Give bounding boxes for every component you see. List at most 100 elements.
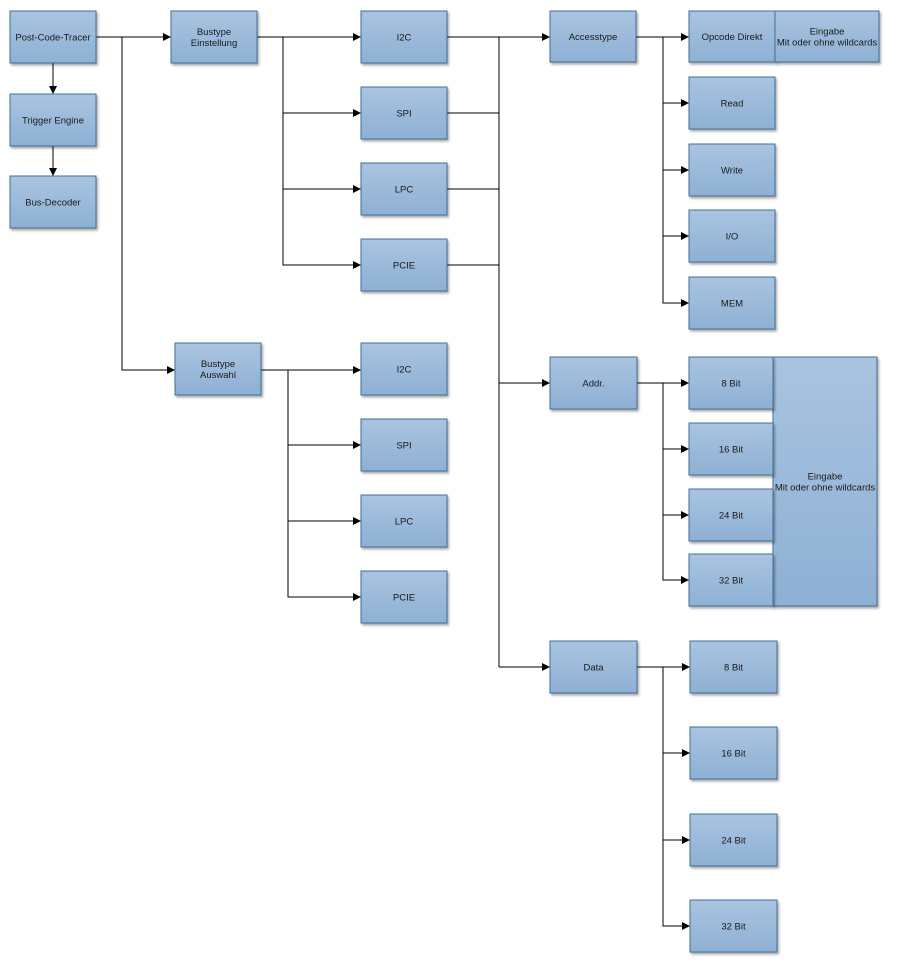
arrow-addr-to-16bit xyxy=(662,383,689,453)
node-read: Read xyxy=(688,76,776,130)
node-einstellung-lpc: LPC xyxy=(360,162,448,216)
node-label: Mit oder ohne wildcards xyxy=(777,38,878,49)
node-label: Auswahl xyxy=(200,370,236,381)
node-label: Addr. xyxy=(582,379,604,390)
node-label: 24 Bit xyxy=(721,836,746,847)
node-box xyxy=(360,418,448,472)
node-box xyxy=(689,813,778,867)
node-label: 8 Bit xyxy=(724,663,743,674)
node-bus-decoder: Bus-Decoder xyxy=(9,175,97,229)
node-addr: Addr. xyxy=(549,356,638,410)
node-label: Data xyxy=(583,663,604,674)
arrow-einstellung-to-lpc xyxy=(282,113,361,193)
node-einstellung-spi: SPI xyxy=(360,86,448,140)
node-label: PCIE xyxy=(393,261,415,272)
node-label: Mit oder ohne wildcards xyxy=(775,483,876,494)
node-box xyxy=(688,76,776,130)
node-box xyxy=(688,276,776,330)
arrow-data-to-32bit xyxy=(662,840,690,930)
node-box xyxy=(549,10,637,63)
node-box xyxy=(689,726,778,780)
node-box xyxy=(360,86,448,140)
arrow-accesstype-to-io xyxy=(662,170,689,240)
connector-lines xyxy=(49,33,690,930)
node-label: I2C xyxy=(397,365,412,376)
node-label: 8 Bit xyxy=(721,379,740,390)
node-box xyxy=(9,175,97,229)
node-auswahl-pcie: PCIE xyxy=(360,570,448,624)
node-label: SPI xyxy=(396,441,411,452)
node-label: I2C xyxy=(397,33,412,44)
node-box xyxy=(688,422,774,476)
node-label: I/O xyxy=(726,232,739,243)
node-label: PCIE xyxy=(393,593,415,604)
node-label: MEM xyxy=(721,299,743,310)
node-auswahl-spi: SPI xyxy=(360,418,448,472)
node-label: Bustype xyxy=(201,359,235,370)
arrow-addr-to-32bit xyxy=(662,515,689,584)
node-label: Accesstype xyxy=(569,32,618,43)
node-box xyxy=(360,238,448,292)
arrow-data-to-24bit xyxy=(662,753,690,844)
node-box xyxy=(360,342,448,396)
node-box xyxy=(174,342,262,396)
node-box xyxy=(688,143,776,197)
node-box xyxy=(549,356,638,410)
node-io: I/O xyxy=(688,209,776,263)
node-auswahl-lpc: LPC xyxy=(360,494,448,548)
node-data-32bit: 32 Bit xyxy=(689,899,778,953)
node-label: Read xyxy=(721,99,744,110)
node-addr-24bit: 24 Bit xyxy=(688,488,774,542)
node-addr-8bit: 8 Bit xyxy=(688,356,774,410)
node-label: Eingabe xyxy=(808,472,843,483)
arrow-auswahl-to-lpc xyxy=(287,445,361,525)
node-einstellung-i2c: I2C xyxy=(360,10,448,64)
node-label: Eingabe xyxy=(810,27,845,38)
node-label: Write xyxy=(721,166,743,177)
node-label: LPC xyxy=(395,185,414,196)
node-label: Einstellung xyxy=(191,38,237,49)
node-box xyxy=(688,553,774,607)
node-label: SPI xyxy=(396,109,411,120)
node-auswahl-i2c: I2C xyxy=(360,342,448,396)
node-addr-32bit: 32 Bit xyxy=(688,553,774,607)
node-label: Post-Code-Tracer xyxy=(15,33,90,44)
node-box xyxy=(9,93,97,147)
node-trigger-engine: Trigger Engine xyxy=(9,93,97,147)
node-mem: MEM xyxy=(688,276,776,330)
arrow-accesstype-to-read xyxy=(662,37,689,107)
node-box xyxy=(360,162,448,216)
node-label: 24 Bit xyxy=(719,511,744,522)
arrow-einstellung-to-spi xyxy=(282,37,361,117)
node-box xyxy=(360,10,448,64)
node-accesstype: Accesstype xyxy=(549,10,637,63)
node-box xyxy=(360,494,448,548)
arrow-auswahl-to-pcie xyxy=(287,521,361,601)
node-write: Write xyxy=(688,143,776,197)
node-data-16bit: 16 Bit xyxy=(689,726,778,780)
node-box xyxy=(688,209,776,263)
arrow-addr-to-24bit xyxy=(662,449,689,519)
node-label: 16 Bit xyxy=(719,445,744,456)
node-label: Trigger Engine xyxy=(22,116,84,127)
node-label: LPC xyxy=(395,517,414,528)
node-box xyxy=(9,10,97,64)
node-box xyxy=(549,640,638,694)
node-box xyxy=(688,488,774,542)
node-label: Opcode Direkt xyxy=(702,32,763,43)
node-addr-16bit: 16 Bit xyxy=(688,422,774,476)
arrow-accesstype-to-write xyxy=(662,103,689,174)
node-opcode-direkt: Opcode Direkt xyxy=(688,10,776,63)
node-box xyxy=(688,356,774,410)
node-label: Bustype xyxy=(197,27,231,38)
node-data: Data xyxy=(549,640,638,694)
node-label: 32 Bit xyxy=(719,576,744,587)
node-box xyxy=(360,570,448,624)
node-label: 16 Bit xyxy=(721,749,746,760)
arrow-accesstype-to-mem xyxy=(662,236,689,307)
